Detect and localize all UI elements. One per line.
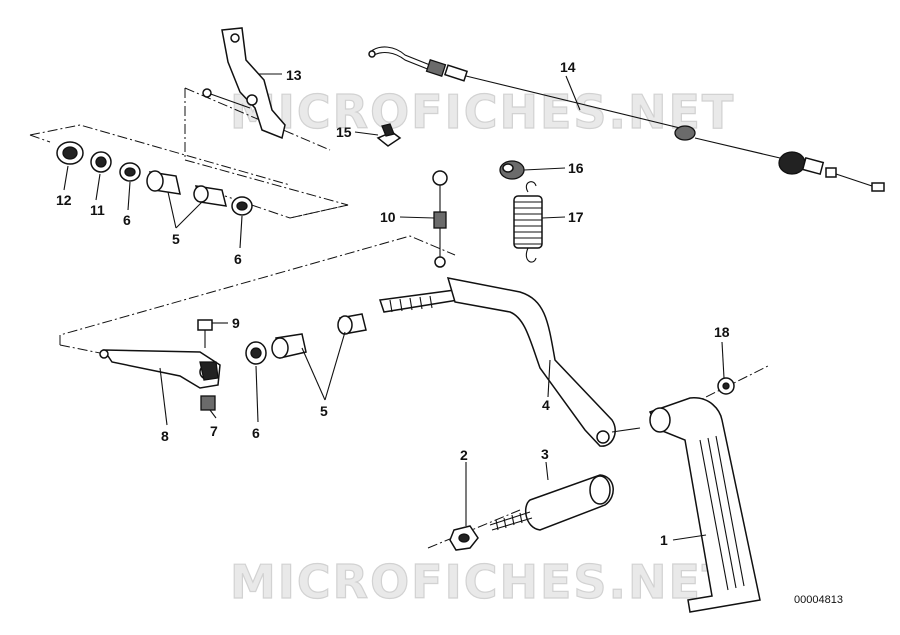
callout-15: 15 [336, 124, 352, 140]
watermark-top: MICROFICHES.NET [230, 85, 735, 139]
callout-12: 12 [56, 192, 72, 208]
callout-11: 11 [90, 202, 105, 218]
callout-5-upper: 5 [172, 231, 180, 247]
lever-nut [200, 395, 216, 411]
callout-5-lower: 5 [320, 403, 328, 419]
bracket [202, 27, 286, 140]
pedal-stop [489, 474, 614, 531]
callout-4: 4 [542, 397, 550, 413]
callout-labels: 13 14 15 16 17 10 12 11 6 5 6 9 5 6 7 8 … [56, 59, 730, 548]
group-frame-top [184, 87, 349, 219]
intermediate-lever [99, 349, 221, 389]
pedal-pad [648, 397, 761, 613]
pedal-lever [379, 277, 641, 447]
group-frame-left [29, 124, 349, 219]
callout-18: 18 [714, 324, 730, 340]
callout-3: 3 [541, 446, 549, 462]
callout-16: 16 [568, 160, 584, 176]
callout-13: 13 [286, 67, 302, 83]
callout-6-lower: 6 [252, 425, 260, 441]
callout-8: 8 [161, 428, 169, 444]
adjuster-nut [499, 160, 525, 180]
axis-line-bolt [427, 509, 521, 549]
bushing-set-upper [56, 141, 253, 216]
stop-nut [449, 525, 479, 551]
lever-bolt [197, 319, 213, 348]
cable-clip [376, 123, 402, 147]
group-frame-middle [59, 235, 456, 356]
callout-6-upper-left: 6 [123, 212, 131, 228]
leader-lines [63, 73, 725, 541]
bushing-set-lower [245, 313, 367, 365]
retaining-clip [717, 377, 735, 395]
callout-9: 9 [232, 315, 240, 331]
callout-14: 14 [560, 59, 576, 75]
callout-10: 10 [380, 209, 396, 225]
return-spring [513, 181, 543, 263]
document-number: 00004813 [794, 594, 843, 606]
callout-2: 2 [460, 447, 468, 463]
throttle-cable [368, 46, 885, 192]
callout-7: 7 [210, 423, 218, 439]
callout-1: 1 [660, 532, 668, 548]
watermark-bottom: MICROFICHES.NET [230, 555, 735, 609]
callout-6-upper-right: 6 [234, 251, 242, 267]
ball-joint-rod [432, 170, 448, 268]
callout-17: 17 [568, 209, 584, 225]
